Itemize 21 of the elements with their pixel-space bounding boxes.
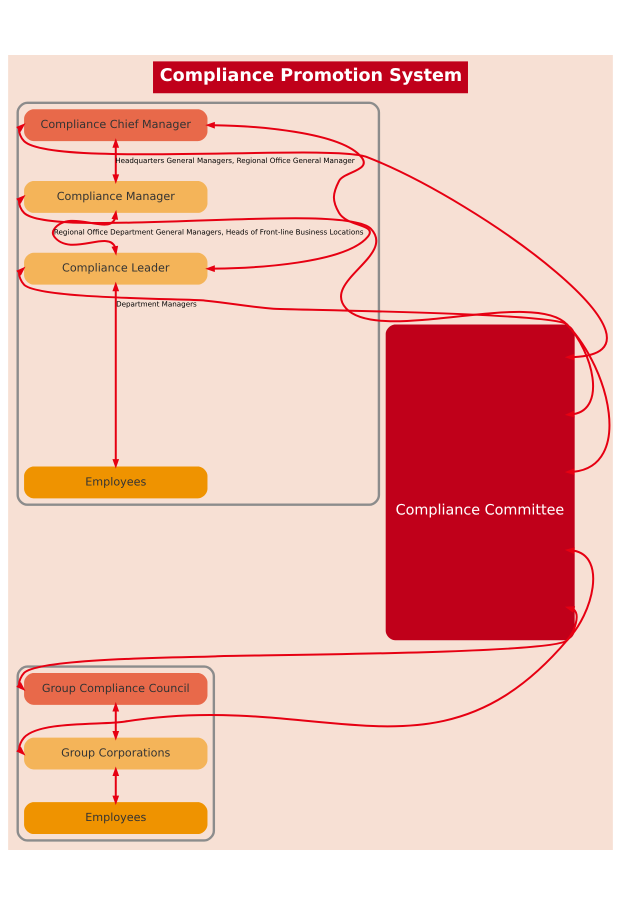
node-box: Compliance Leader — [24, 252, 208, 284]
edge-label: Department Managers — [116, 298, 197, 308]
arrow — [112, 281, 120, 468]
arrow — [112, 138, 120, 184]
node-box: Employees — [24, 466, 208, 498]
arrow — [16, 266, 610, 475]
arrow — [16, 606, 578, 756]
arrow — [52, 209, 118, 256]
arrow — [205, 121, 370, 272]
edge-label: Regional Office Department General Managers, Heads of Front-line Business Locations — [54, 227, 364, 236]
node-box: Compliance Chief Manager — [24, 108, 208, 141]
node-box: Compliance Manager — [24, 180, 208, 212]
arrow — [16, 122, 607, 360]
arrow — [16, 194, 594, 417]
arrow — [16, 546, 594, 690]
arrow — [112, 701, 120, 740]
arrow — [112, 766, 120, 805]
node-box: Group Compliance Council — [24, 672, 208, 704]
node-box: Employees — [24, 802, 208, 834]
diagram-title: Compliance Promotion System — [160, 65, 462, 86]
node-box: Group Corporations — [24, 737, 208, 769]
